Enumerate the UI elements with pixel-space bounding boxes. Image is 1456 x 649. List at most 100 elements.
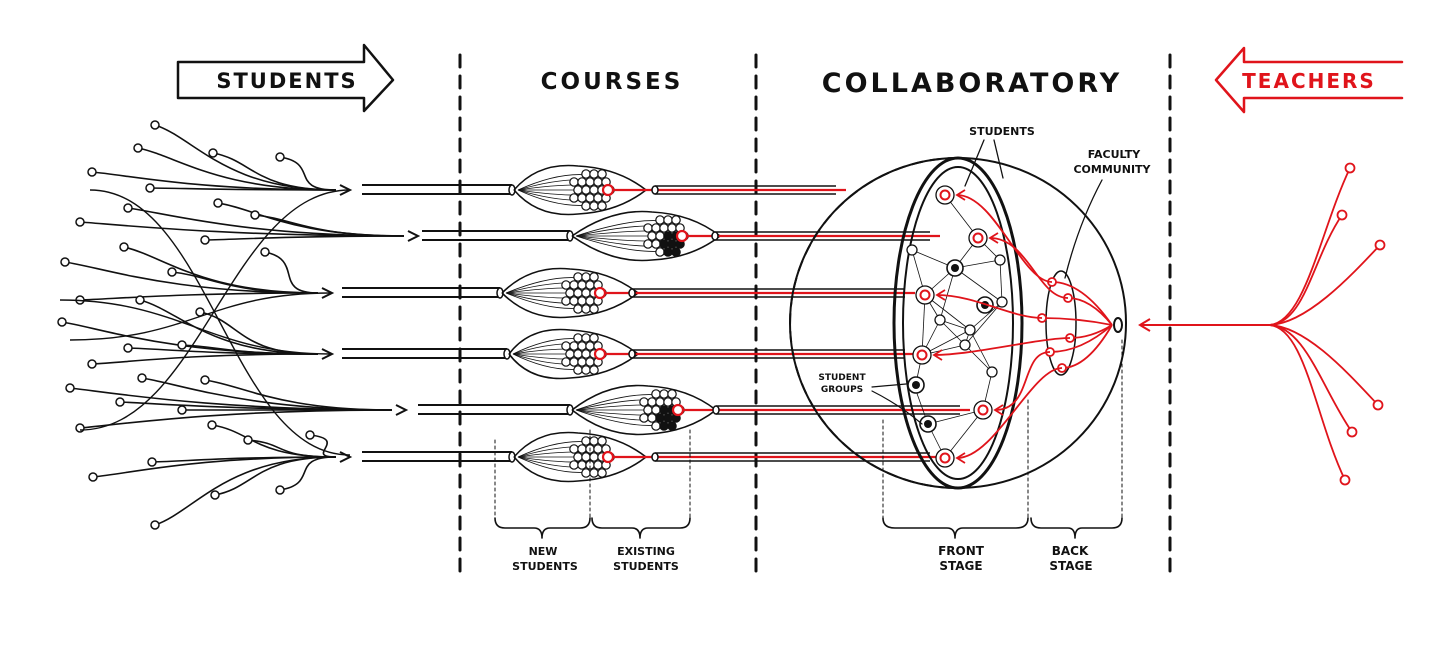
circle-node-icon (133, 143, 143, 153)
cluster-cell (647, 231, 657, 241)
collaboratory-front-dashed-arc (789, 157, 959, 489)
student-branch (79, 292, 319, 301)
back-stage-brace (1030, 517, 1123, 539)
circle-node-icon (167, 267, 177, 277)
teacher-branches (1138, 162, 1386, 486)
cluster-cell (581, 169, 591, 179)
cluster-cell (647, 413, 657, 423)
teacher-link (1041, 317, 1113, 326)
cluster-cell (585, 177, 595, 187)
cluster-cell (667, 421, 677, 431)
cluster-cell (667, 389, 677, 399)
circle-node-icon (145, 183, 155, 193)
cluster-envelope (571, 409, 717, 436)
tube-end (651, 452, 659, 462)
teacher-node-icon (1336, 209, 1348, 221)
circle-node-icon (207, 420, 217, 430)
cell-cluster-icon (639, 389, 685, 431)
circle-node-icon (75, 423, 85, 433)
active-student-node-icon (675, 229, 689, 243)
active-student-node-icon (601, 450, 615, 464)
student-branch-crossing (59, 299, 331, 355)
cluster-cell (589, 452, 599, 462)
active-student-node-icon (916, 349, 928, 361)
lane-arrow-icon (339, 451, 353, 463)
cluster-envelope (571, 210, 721, 237)
cluster-cell (659, 239, 669, 249)
network-link (939, 319, 966, 346)
course-lane (395, 384, 970, 436)
teacher-branch (1267, 324, 1346, 481)
cluster-cell (663, 231, 673, 241)
cluster-cell (569, 341, 579, 351)
cluster-cell (573, 365, 583, 375)
red-arrow-icon (993, 404, 1004, 416)
circle-node-icon (177, 340, 187, 350)
cluster-cell (593, 444, 603, 454)
cluster-cell (577, 296, 587, 306)
cluster-cell (597, 169, 607, 179)
network-node (934, 314, 946, 326)
active-student-node-icon (972, 232, 984, 244)
cluster-cell (573, 272, 583, 282)
student-branch (127, 207, 405, 237)
cluster-cell (569, 193, 579, 203)
cluster-envelope (513, 189, 647, 216)
student-branch (204, 235, 405, 241)
faculty-community-ring (1045, 270, 1077, 376)
cluster-cell (659, 223, 669, 233)
teacher-branch (1267, 324, 1379, 406)
circle-node-icon (243, 435, 253, 445)
student-branch (279, 156, 337, 191)
network-link (964, 344, 993, 373)
circle-node-icon (275, 152, 285, 162)
cluster-cell (589, 436, 599, 446)
cluster-cell (663, 397, 673, 407)
circle-node-icon (200, 235, 210, 245)
student-branch (211, 424, 337, 458)
red-arrow-icon (935, 289, 946, 301)
cluster-cell (565, 288, 575, 298)
course-lane (339, 164, 846, 216)
student-branch (139, 299, 319, 355)
red-arrow-icon (988, 232, 999, 244)
faculty-community-pointer (1064, 179, 1103, 279)
circle-node-icon (135, 295, 145, 305)
cluster-cell (643, 223, 653, 233)
course-lane (339, 431, 940, 483)
cluster-envelope (508, 328, 639, 355)
cluster-cell (577, 444, 587, 454)
cluster-cell (597, 468, 607, 478)
lane-arrow-icon (407, 230, 421, 242)
cluster-envelope (501, 292, 639, 319)
students-header: STUDENTS (176, 43, 395, 113)
tube-end (628, 288, 636, 298)
cluster-cell (573, 333, 583, 343)
student-branch (123, 246, 319, 294)
cluster-cell (569, 177, 579, 187)
student-branch (154, 456, 337, 526)
student-group-core (951, 264, 959, 272)
tube-end (711, 231, 719, 241)
cluster-cell (577, 460, 587, 470)
cluster-cell (581, 349, 591, 359)
circle-node-icon (208, 148, 218, 158)
cluster-cell (593, 193, 603, 203)
existing-students-brace (591, 517, 691, 539)
lane-arrow-icon (321, 348, 335, 360)
back-stage-label-line1: BACK (1052, 544, 1089, 558)
network-node (994, 254, 1006, 266)
lane-arrow-icon (321, 287, 335, 299)
network-link (921, 294, 926, 356)
network-node (964, 324, 976, 336)
teacher-node-icon (1339, 474, 1351, 486)
cluster-cell (585, 341, 595, 351)
circle-node-icon (177, 405, 187, 415)
cluster-cell (585, 280, 595, 290)
cluster-cell (585, 193, 595, 203)
teacher-to-student-link (936, 294, 1043, 319)
cluster-cell (655, 413, 665, 423)
cluster-cell (577, 357, 587, 367)
cluster-cell (651, 239, 661, 249)
cluster-cell (569, 357, 579, 367)
